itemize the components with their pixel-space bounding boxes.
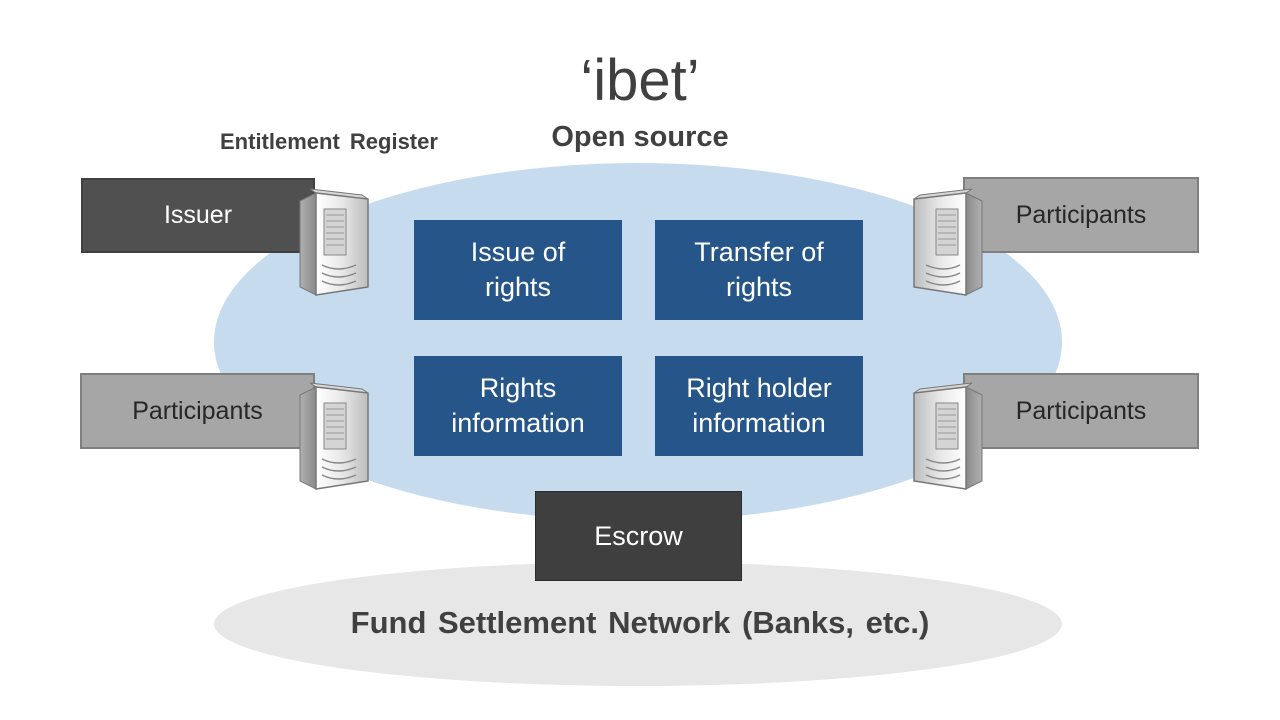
issuer-box: Issuer	[81, 178, 315, 253]
transfer-of-rights-box: Transfer of rights	[655, 220, 863, 320]
server-icon	[298, 187, 372, 299]
entitlement-register-label: Entitlement Register	[220, 129, 438, 154]
diagram-title: ‘ibet’	[580, 48, 700, 113]
function-label-line: information	[451, 408, 585, 438]
participant-label: Participants	[1015, 200, 1147, 229]
function-label-line: information	[692, 408, 826, 438]
function-label-line: Transfer of	[694, 236, 824, 267]
rights-information-box: Rights information	[414, 356, 622, 456]
participant-box-left: Participants	[80, 373, 315, 449]
server-icon	[298, 381, 372, 493]
server-icon	[910, 381, 984, 493]
escrow-label: Escrow	[594, 520, 683, 551]
function-label-line: rights	[725, 272, 792, 302]
function-label-line: Right holder	[686, 372, 832, 403]
function-label-line: Rights	[479, 372, 557, 403]
participant-box-bottom-right: Participants	[963, 373, 1199, 449]
escrow-box: Escrow	[535, 491, 742, 581]
function-label-line: Issue of	[470, 236, 566, 267]
issue-of-rights-box: Issue of rights	[414, 220, 622, 320]
participant-label: Participants	[132, 396, 263, 425]
server-icon	[910, 187, 984, 299]
participant-label: Participants	[1015, 396, 1147, 425]
participant-box-top-right: Participants	[963, 177, 1199, 253]
fund-settlement-ellipse	[214, 562, 1062, 686]
right-holder-information-box: Right holder information	[655, 356, 863, 456]
diagram-subtitle: Open source	[551, 121, 729, 153]
issuer-label: Issuer	[163, 201, 233, 229]
fund-settlement-label: Fund Settlement Network (Banks, etc.)	[350, 605, 930, 640]
function-label-line: rights	[484, 272, 552, 302]
